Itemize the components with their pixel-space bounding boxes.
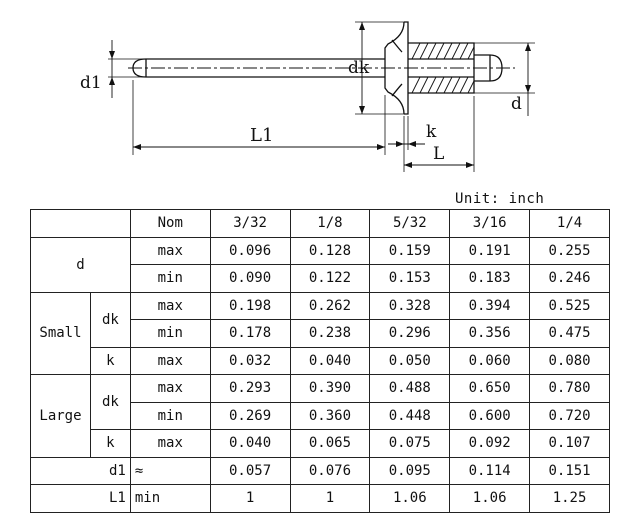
value-cell: 0.090: [209, 264, 291, 293]
spec-table: Nom 3/32 1/8 5/32 3/16 1/4 d max 0.096 0…: [30, 209, 610, 513]
mandrel-shank: [146, 58, 385, 78]
value-cell: 0.096: [209, 236, 291, 265]
value-cell: 0.075: [369, 429, 451, 458]
value-cell: 0.065: [289, 429, 371, 458]
value-cell: 0.394: [449, 291, 531, 320]
nom-size: 3/16: [449, 209, 531, 238]
value-cell: 0.262: [289, 291, 371, 320]
value-cell: 0.153: [369, 264, 451, 293]
limit-label: max: [129, 374, 211, 403]
unit-label: Unit: inch: [455, 191, 545, 207]
value-cell: 0.360: [289, 401, 371, 430]
limit-label: min: [129, 401, 211, 430]
value-cell: 0.040: [209, 429, 291, 458]
value-cell: 0.057: [209, 456, 291, 485]
limit-label: min: [129, 484, 211, 513]
label-d1: d1: [80, 73, 102, 93]
limit-label: max: [129, 291, 211, 320]
table-row: Nom 3/32 1/8 5/32 3/16 1/4: [30, 209, 610, 238]
L1-label: L1: [30, 484, 131, 513]
table-row: Small dk max 0.198 0.262 0.328 0.394 0.5…: [30, 291, 610, 375]
limit-label: min: [129, 319, 211, 348]
label-k: k: [426, 122, 437, 142]
value-cell: 0.191: [449, 236, 531, 265]
value-cell: 0.183: [449, 264, 531, 293]
table-row: Large dk max 0.293 0.390 0.488 0.650 0.7…: [30, 374, 610, 458]
value-cell: 1: [289, 484, 371, 513]
value-cell: 0.151: [529, 456, 610, 485]
value-cell: 0.114: [449, 456, 531, 485]
limit-label: max: [129, 429, 211, 458]
label-d: d: [511, 94, 522, 114]
table-row: k max 0.032 0.040 0.050 0.060 0.080: [31, 346, 610, 375]
d-label: d: [30, 236, 131, 293]
value-cell: 0.356: [449, 319, 531, 348]
value-cell: 0.095: [369, 456, 451, 485]
value-cell: 0.293: [209, 374, 291, 403]
value-cell: 0.780: [529, 374, 610, 403]
value-cell: 0.269: [209, 401, 291, 430]
value-cell: 0.390: [289, 374, 371, 403]
value-cell: 0.178: [209, 319, 291, 348]
large-label: Large: [30, 374, 91, 458]
value-cell: 0.080: [529, 346, 610, 375]
value-cell: 0.050: [369, 346, 451, 375]
large-dk-label: dk: [89, 374, 131, 430]
value-cell: 0.475: [529, 319, 610, 348]
value-cell: 0.296: [369, 319, 451, 348]
value-cell: 1.25: [529, 484, 610, 513]
small-k-label: k: [89, 346, 131, 375]
value-cell: 0.092: [449, 429, 531, 458]
value-cell: 0.159: [369, 236, 451, 265]
approx-symbol: ≈: [129, 456, 211, 485]
value-cell: 0.448: [369, 401, 451, 430]
value-cell: 1.06: [449, 484, 531, 513]
value-cell: 0.328: [369, 291, 451, 320]
value-cell: 0.032: [209, 346, 291, 375]
value-cell: 0.600: [449, 401, 531, 430]
value-cell: 0.650: [449, 374, 531, 403]
limit-label: max: [129, 346, 211, 375]
nom-size: 1/4: [529, 209, 610, 238]
rivet-drawing: [108, 21, 535, 172]
value-cell: 1.06: [369, 484, 451, 513]
small-label: Small: [30, 291, 91, 375]
value-cell: 0.040: [289, 346, 371, 375]
d1-label: d1: [30, 456, 131, 485]
large-k-label: k: [89, 429, 131, 458]
label-dk: dk: [348, 58, 370, 78]
value-cell: 0.246: [529, 264, 610, 293]
value-cell: 0.198: [209, 291, 291, 320]
value-cell: 0.122: [289, 264, 371, 293]
nom-size: 1/8: [289, 209, 371, 238]
nom-size: 3/32: [209, 209, 291, 238]
table-row: k max 0.040 0.065 0.075 0.092 0.107: [31, 429, 610, 458]
header-blank-cell: [30, 209, 131, 238]
value-cell: 0.525: [529, 291, 610, 320]
label-L: L: [433, 144, 445, 164]
nom-size: 5/32: [369, 209, 451, 238]
table-row: d max 0.096 0.128 0.159 0.191 0.255: [30, 236, 610, 293]
value-cell: 0.060: [449, 346, 531, 375]
small-dk-label: dk: [89, 291, 131, 348]
limit-label: min: [129, 264, 211, 293]
value-cell: 0.720: [529, 401, 610, 430]
value-cell: 0.255: [529, 236, 610, 265]
value-cell: 0.107: [529, 429, 610, 458]
table-row: d1 ≈ 0.057 0.076 0.095 0.114 0.151: [30, 456, 610, 485]
table-row: min 0.269 0.360 0.448 0.600 0.720: [31, 401, 610, 430]
value-cell: 0.128: [289, 236, 371, 265]
value-cell: 0.488: [369, 374, 451, 403]
value-cell: 1: [209, 484, 291, 513]
table-row: L1 min 1 1 1.06 1.06 1.25: [30, 484, 610, 513]
value-cell: 0.076: [289, 456, 371, 485]
value-cell: 0.238: [289, 319, 371, 348]
nom-label: Nom: [129, 209, 211, 238]
label-L1: L1: [250, 125, 274, 146]
limit-label: max: [129, 236, 211, 265]
